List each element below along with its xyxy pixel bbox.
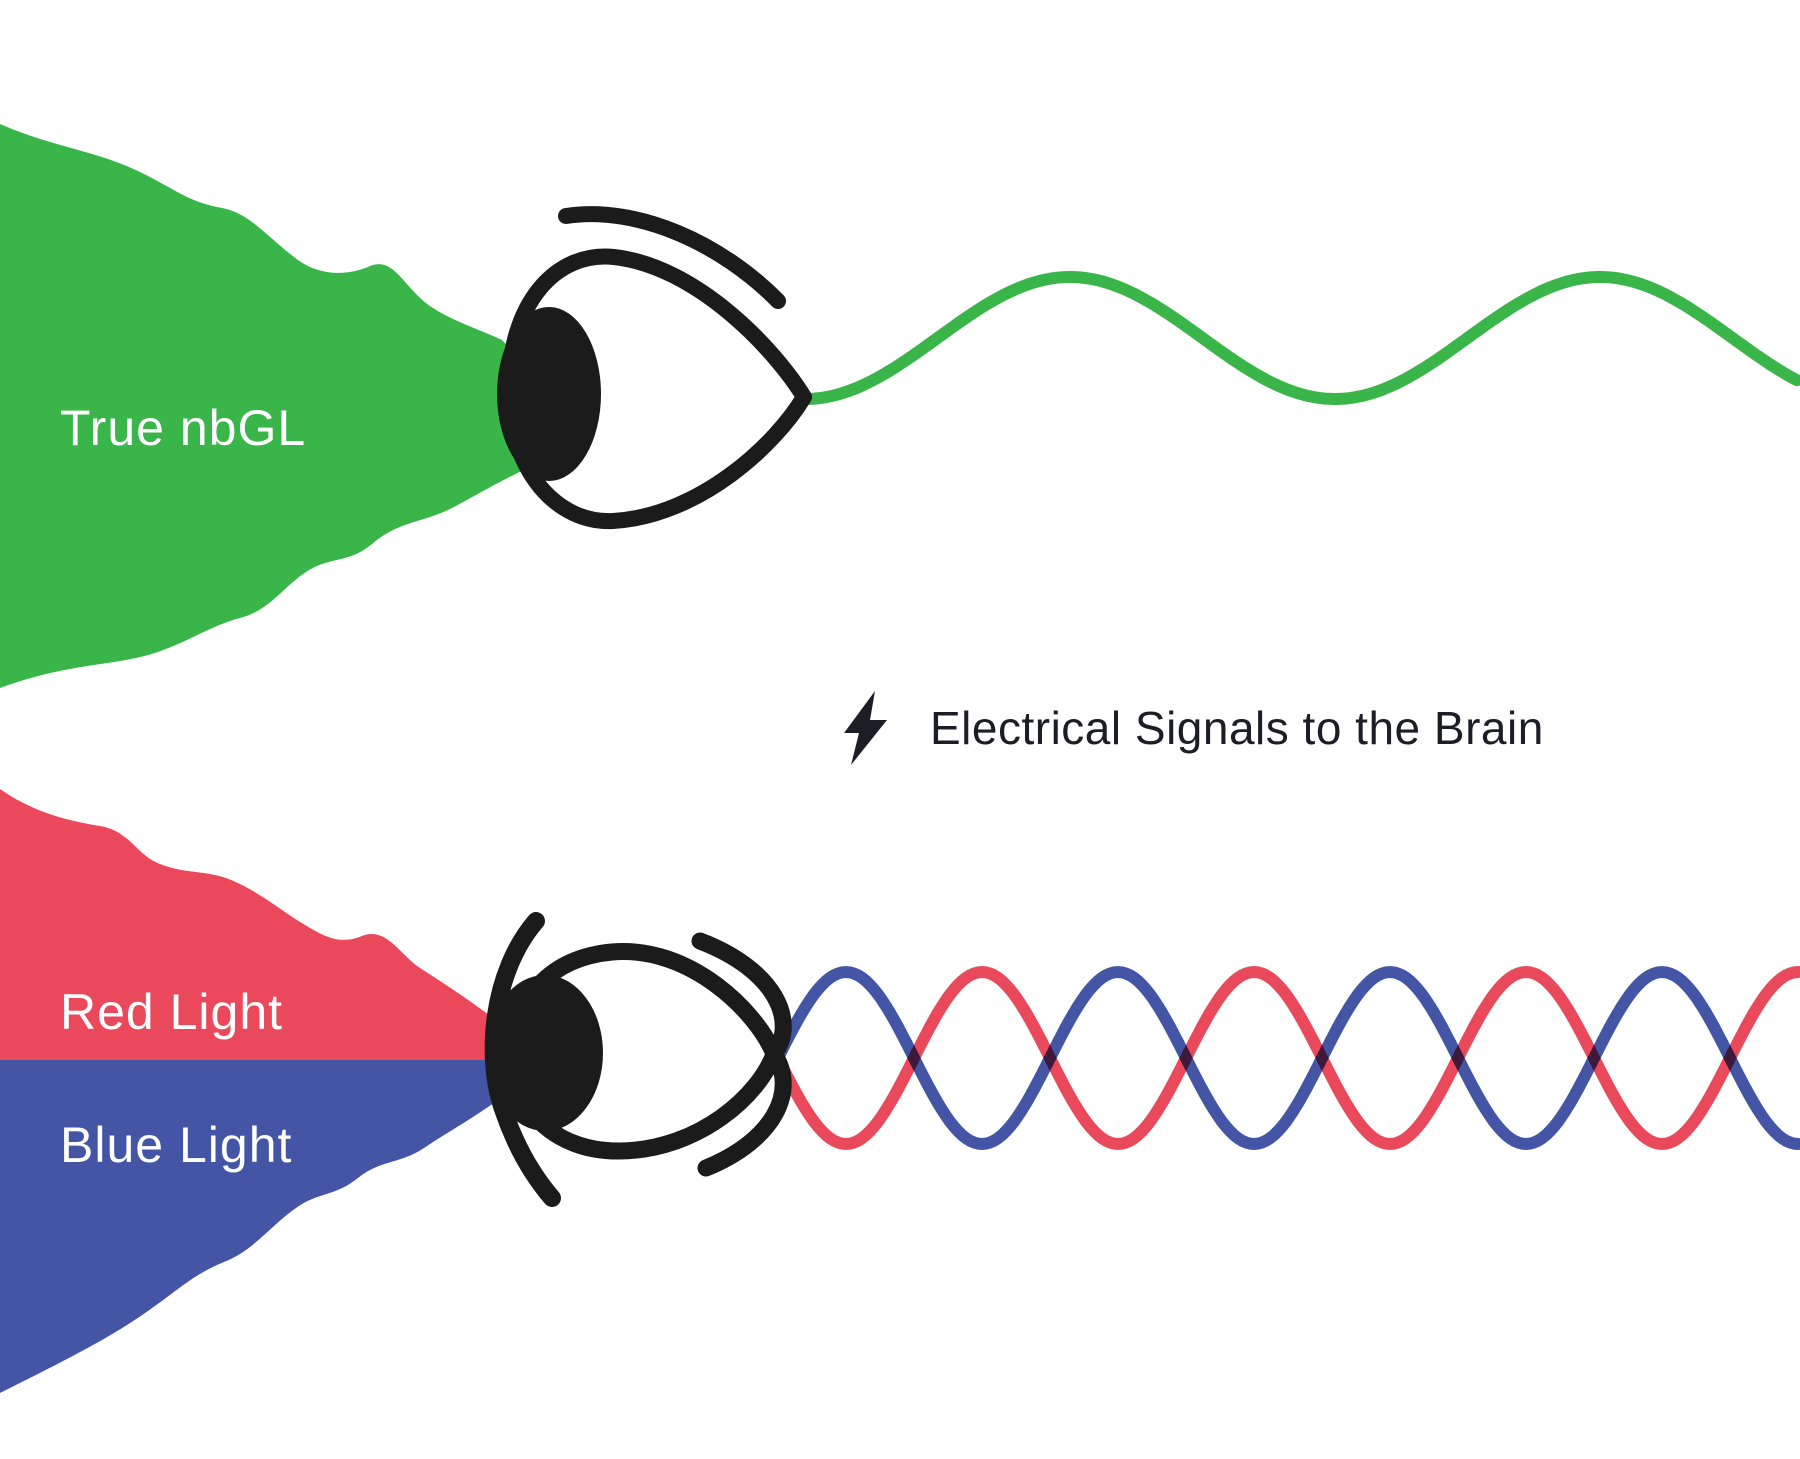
pupil <box>487 975 603 1131</box>
blue-light-beam <box>0 1060 540 1393</box>
upper-corner-lash <box>691 932 792 1063</box>
label-true-nbgl: True nbGL <box>60 400 307 456</box>
green-output-wave <box>799 271 1800 405</box>
red-output-wave <box>772 965 1800 1151</box>
signals-caption-text: Electrical Signals to the Brain <box>930 702 1544 754</box>
lightning-bolt-icon <box>844 691 887 765</box>
label-red-light: Red Light <box>60 984 284 1040</box>
strained-eye-icon <box>484 912 792 1207</box>
red-light-beam <box>0 789 540 1060</box>
pupil <box>497 307 601 481</box>
eyebrow-arc <box>558 206 786 309</box>
lower-corner-lash <box>697 1045 792 1177</box>
signals-caption: Electrical Signals to the Brain <box>842 688 1544 768</box>
green-light-beam <box>0 124 560 688</box>
label-blue-light: Blue Light <box>60 1117 293 1173</box>
relaxed-eye-icon <box>497 206 812 530</box>
blue-output-wave <box>772 965 1800 1151</box>
